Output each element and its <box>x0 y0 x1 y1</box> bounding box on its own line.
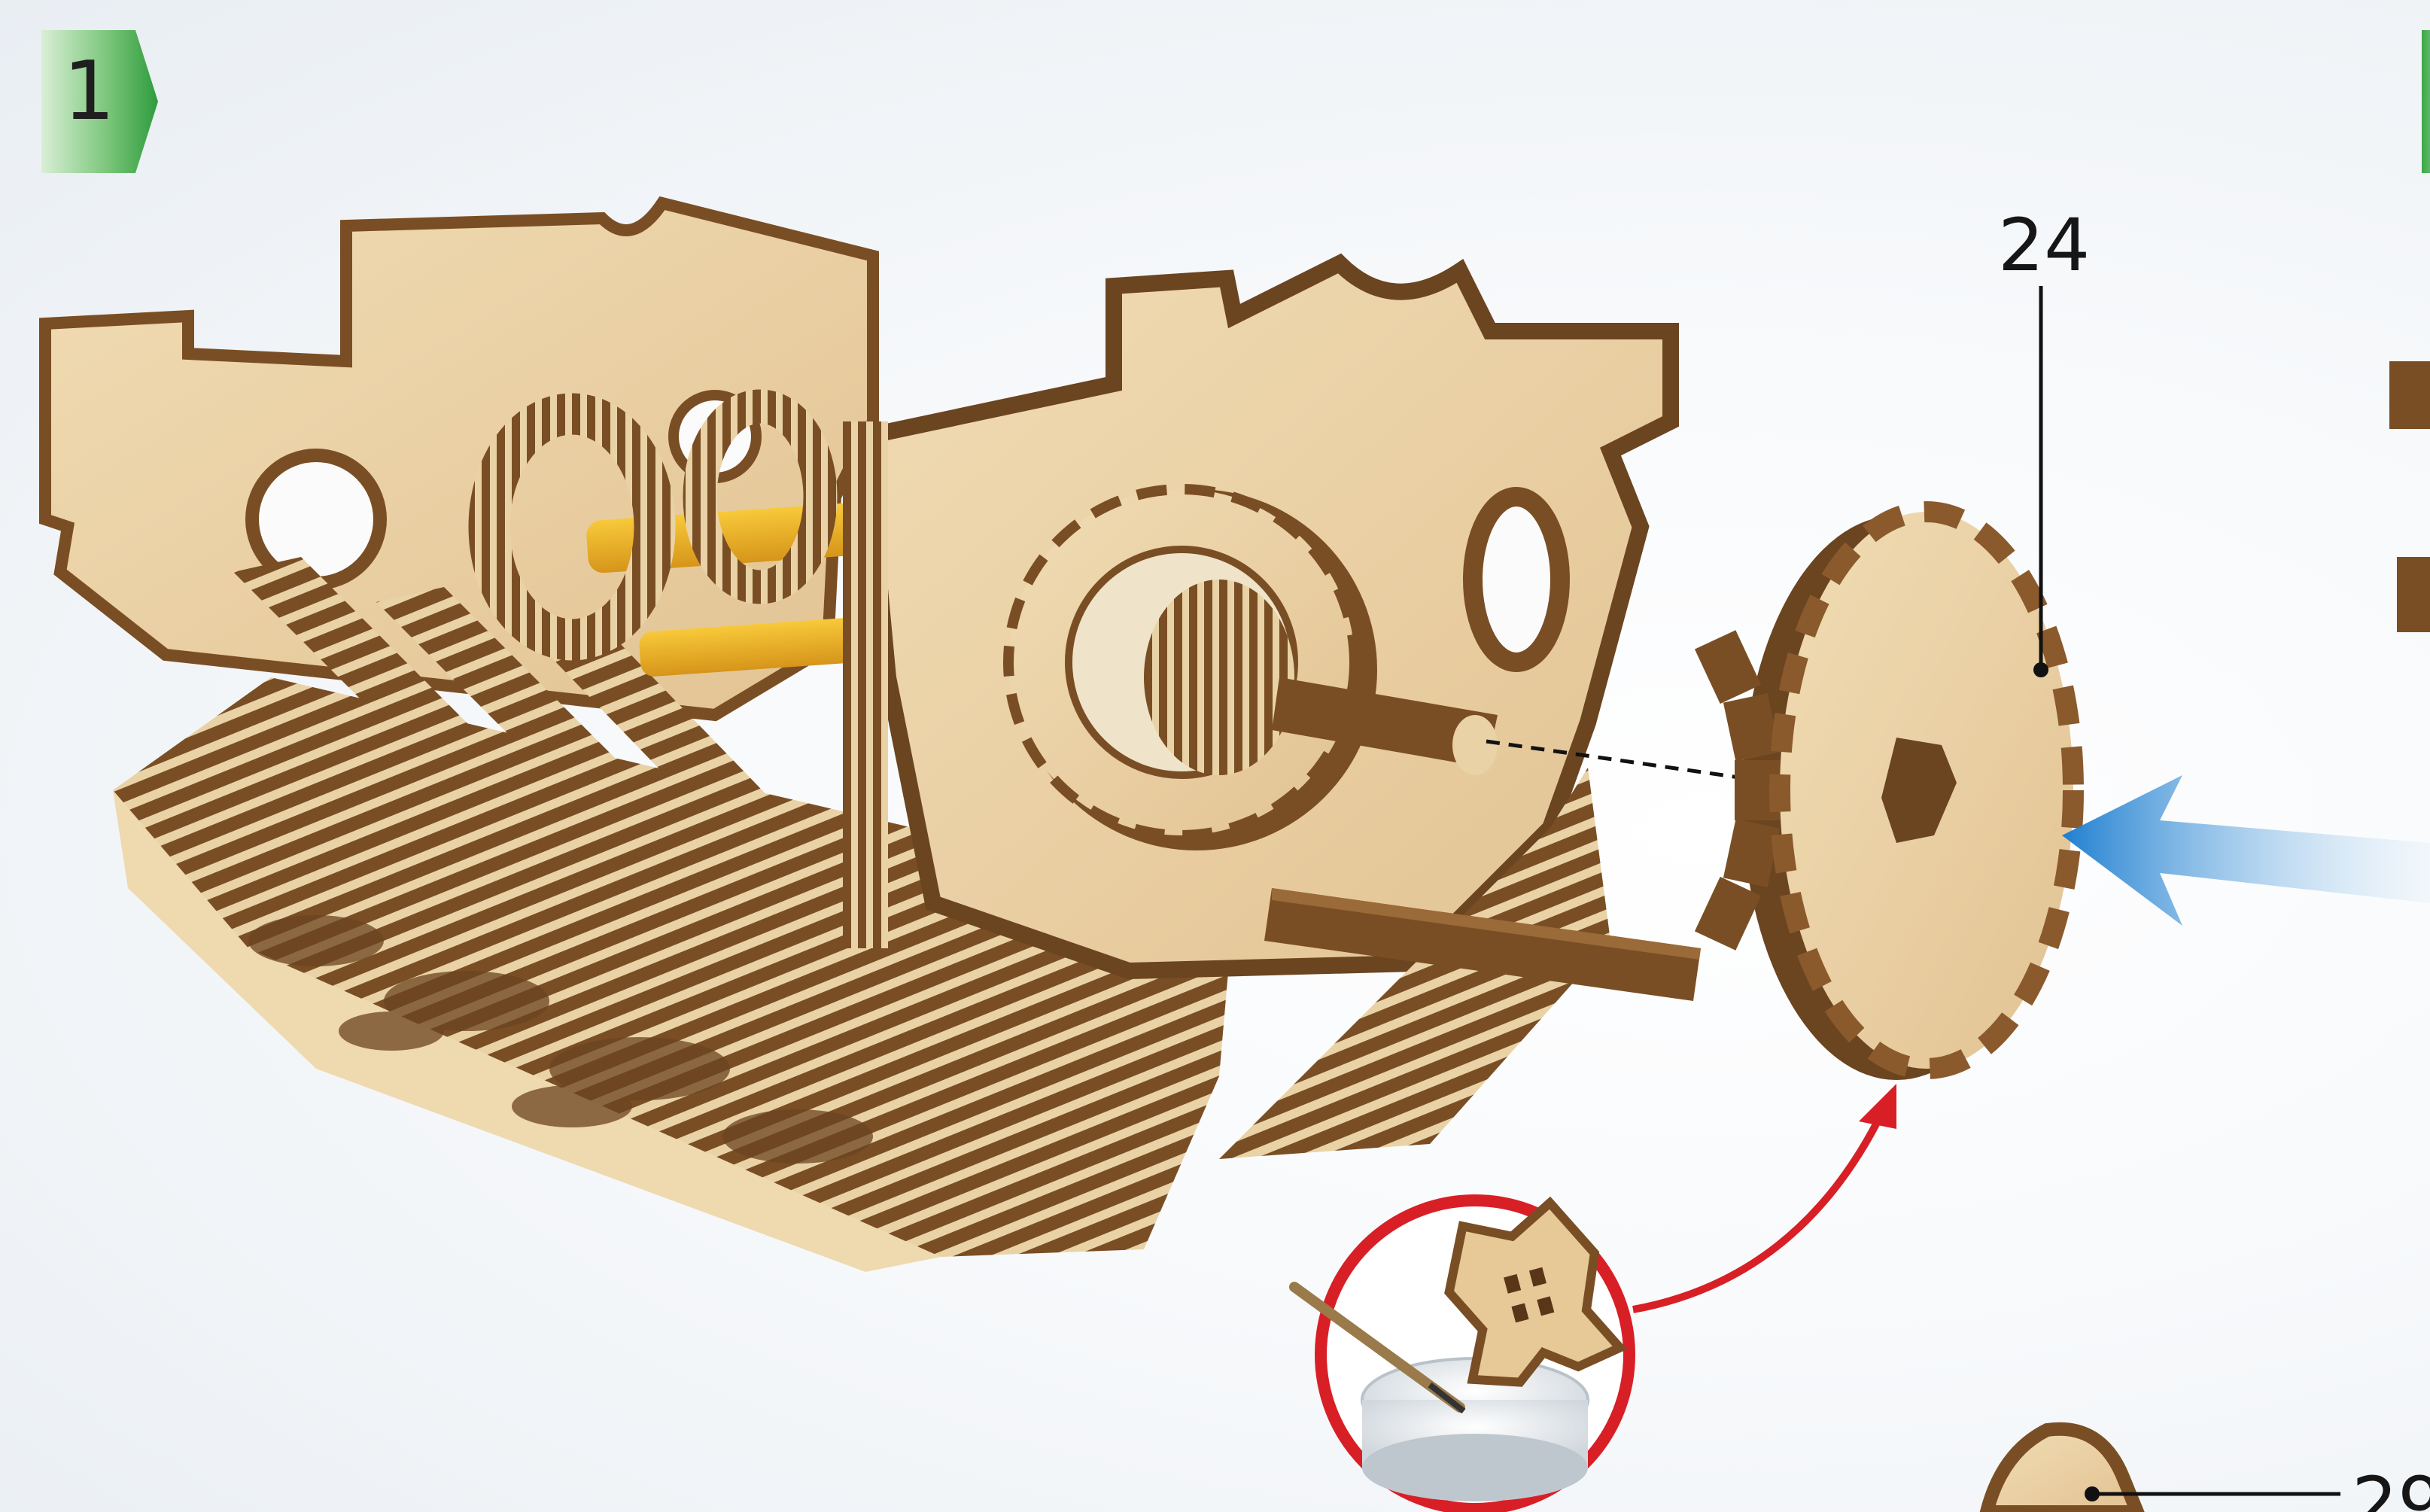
part-24-leader-dot <box>2033 662 2048 677</box>
gear-icon <box>1695 512 2073 1080</box>
next-step-fragment <box>2389 361 2430 632</box>
glue-arrow-icon <box>1633 1084 1896 1310</box>
part-label-24: 24 <box>1998 209 2090 281</box>
glue-pot-icon <box>1294 1195 1629 1509</box>
push-arrow-icon <box>2062 775 2430 926</box>
part-29-gear <box>1987 1429 2340 1512</box>
part-label-29: 29 <box>2352 1468 2430 1512</box>
